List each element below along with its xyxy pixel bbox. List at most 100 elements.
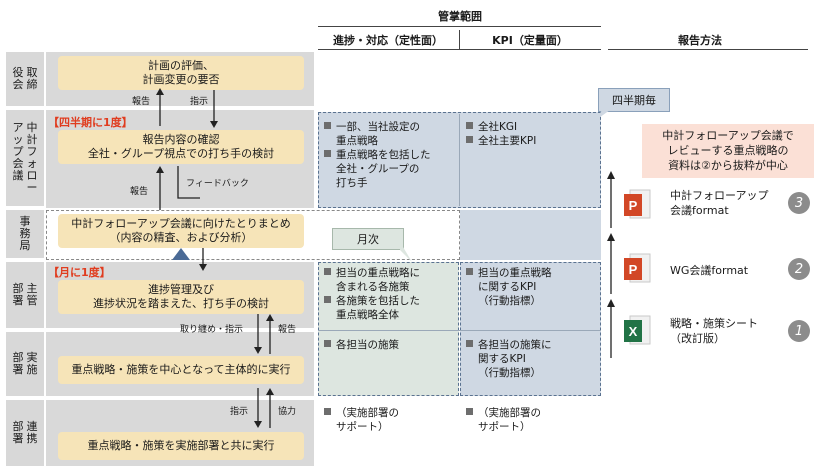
cell-collab-kpi-item-1: （実施部署の [466,406,600,420]
kpi-office-area [460,210,601,260]
row-label-exec-text-a: 実施 [26,351,38,376]
powerpoint-icon: P [624,253,651,283]
cell-mid-qual-item-2-cont-2: 打ち手 [336,177,368,189]
cell-main-qual-item-2-cont: 重点戦略全体 [336,309,399,321]
cell-main-qual-item-2: 各施策を包括した [324,294,458,308]
callout-monthly: 月次 [332,228,404,250]
cell-mid-qual: 一部、当社設定の 重点戦略 重点戦略を包括した 全社・グループの 打ち手 [324,120,456,190]
collab-box: 重点戦略・施策を実施部署と共に実行 [58,432,304,460]
report-item-1-label-1: 戦略・施策シート [670,317,758,330]
cell-mid-kpi-item-1: 全社KGI [466,120,598,134]
row-label-mid-text-b: アップ会議 [12,121,24,182]
report-item-3-number: 3 [788,192,810,214]
cell-collab-kpi: （実施部署の サポート） [466,406,600,434]
arrows-mid-office [156,166,200,210]
label-instruct-1: 指示 [190,97,209,107]
collab-box-text: 重点戦略・施策を実施部署と共に実行 [87,439,275,452]
header-kpi: KPI（定量面） [492,34,568,47]
board-box: 計画の評価、 計画変更の要否 [58,56,304,90]
label-cooperate: 協力 [278,407,297,417]
cell-main-qual: 担当の重点戦略に 含まれる各施策 各施策を包括した 重点戦略全体 [324,266,458,322]
cell-exec-kpi-item-1-cont-1: 関するKPI [478,353,526,365]
cell-main-kpi-item-1-cont-2: （行動指標） [478,295,541,307]
powerpoint-icon: P [624,189,651,219]
exec-box-text: 重点戦略・施策を中心となって主体的に実行 [71,363,291,376]
report-item-1-label: 戦略・施策シート （改訂版） [670,316,758,346]
callout-monthly-pointer [400,242,412,262]
cell-mid-qual-item-2-cont-1: 全社・グループの [336,163,420,175]
row-label-main-text-b: 部署 [12,282,24,307]
cell-mid-kpi: 全社KGI 全社主要KPI [466,120,598,148]
row-label-mid: アップ会議 中計フォロー [6,110,44,206]
report-item-2-label: WG会議format [670,262,748,278]
mid-box-line1: 報告内容の確認 [142,133,220,146]
cell-exec-kpi-item-1: 各担当の施策に [466,338,600,352]
cell-exec-qual-item-1: 各担当の施策 [324,338,458,352]
cell-exec-qual: 各担当の施策 [324,338,458,352]
row-label-main-text-a: 主管 [26,282,38,307]
cell-main-kpi: 担当の重点戦略 に関するKPI （行動指標） [466,266,600,308]
office-triangle-marker [172,248,190,260]
report-item-2: P WG会議format 2 [624,252,814,292]
report-item-3: P 中計フォローアップ 会議format 3 [624,186,814,226]
callout-review-line2: レビューする重点戦略の [667,144,789,157]
freq-month: 【月に1度】 [48,266,111,279]
report-item-2-number: 2 [788,258,810,280]
row-label-collab-text-b: 部署 [12,420,24,445]
row-label-board: 役会 取締 [6,52,44,106]
report-item-3-label: 中計フォローアップ 会議format [670,188,769,218]
callout-quarterly-pointer [596,110,610,120]
callout-review-line3: 資料は②から抜粋が中心 [668,159,788,172]
cell-main-qual-item-1-cont: 含まれる各施策 [336,281,410,293]
cell-mid-kpi-item-2: 全社主要KPI [466,134,598,148]
report-item-1: X 戦略・施策シート （改訂版） 1 [624,314,814,354]
row-label-board-text-a: 取締 [26,66,38,91]
row-label-office-text: 事務局 [19,215,31,252]
row-label-exec-text-b: 部署 [12,351,24,376]
callout-review-line1: 中計フォローアップ会議で [662,129,794,142]
cell-collab-qual-item-1: （実施部署の [324,406,458,420]
arrows-exec-collab [254,388,274,428]
main-box-line2: 進捗状況を踏まえた、打ち手の検討 [93,297,269,310]
report-item-2-label-1: WG会議format [670,264,749,277]
svg-text:P: P [629,198,638,213]
board-box-line2: 計画変更の要否 [142,73,220,86]
row-sep-5 [6,396,314,400]
office-box: 中計フォローアップ会議に向けたとりまとめ （内容の精査、および分析） [58,214,304,248]
cell-main-qual-item-1: 担当の重点戦略に [324,266,458,280]
label-summarize: 取り纏め・指示 [180,325,244,335]
row-label-board-text-b: 役会 [12,66,24,91]
cell-main-kpi-item-1-cont-1: に関するKPI [478,281,537,293]
cell-collab-qual-item-1-cont: サポート） [336,421,389,433]
kpi-col-sep-quarterly [459,114,460,206]
main-box-line1: 進捗管理及び [148,283,214,296]
cell-mid-qual-item-1: 一部、当社設定の [324,120,456,134]
header-qual: 進捗・対応（定性面） [333,34,443,47]
cell-exec-kpi: 各担当の施策に 関するKPI （行動指標） [466,338,600,380]
cell-mid-qual-item-1-cont: 重点戦略 [336,135,378,147]
monthly-row-sep [318,330,601,331]
header-kanshou: 管掌範囲 [438,10,482,23]
arrow-office-down [199,248,207,271]
mid-box: 報告内容の確認 全社・グループ視点での打ち手の検討 [58,130,304,164]
label-report-3: 報告 [278,325,297,335]
header-col-sep [459,30,460,49]
row-label-mid-text-a: 中計フォロー [26,121,38,194]
header-divider-bottom-right [608,49,808,50]
monthly-area-kpi [460,262,601,396]
header-method: 報告方法 [678,34,722,47]
report-item-1-number: 1 [788,320,810,342]
arrows-board-mid [156,88,218,128]
header-divider-bottom [318,49,601,50]
report-item-3-label-2: 会議format [670,204,729,217]
arrows-main-exec [254,314,274,354]
row-sep-4 [6,328,314,332]
exec-box: 重点戦略・施策を中心となって主体的に実行 [58,356,304,384]
row-label-main: 部署 主管 [6,262,44,328]
excel-icon: X [624,315,651,345]
label-feedback: フィードバック [186,179,249,189]
cell-mid-qual-item-2: 重点戦略を包括した [324,148,456,162]
cell-exec-kpi-item-1-cont-2: （行動指標） [478,367,541,379]
cell-collab-kpi-item-1-cont: サポート） [478,421,531,433]
cell-main-kpi-item-1: 担当の重点戦略 [466,266,600,280]
